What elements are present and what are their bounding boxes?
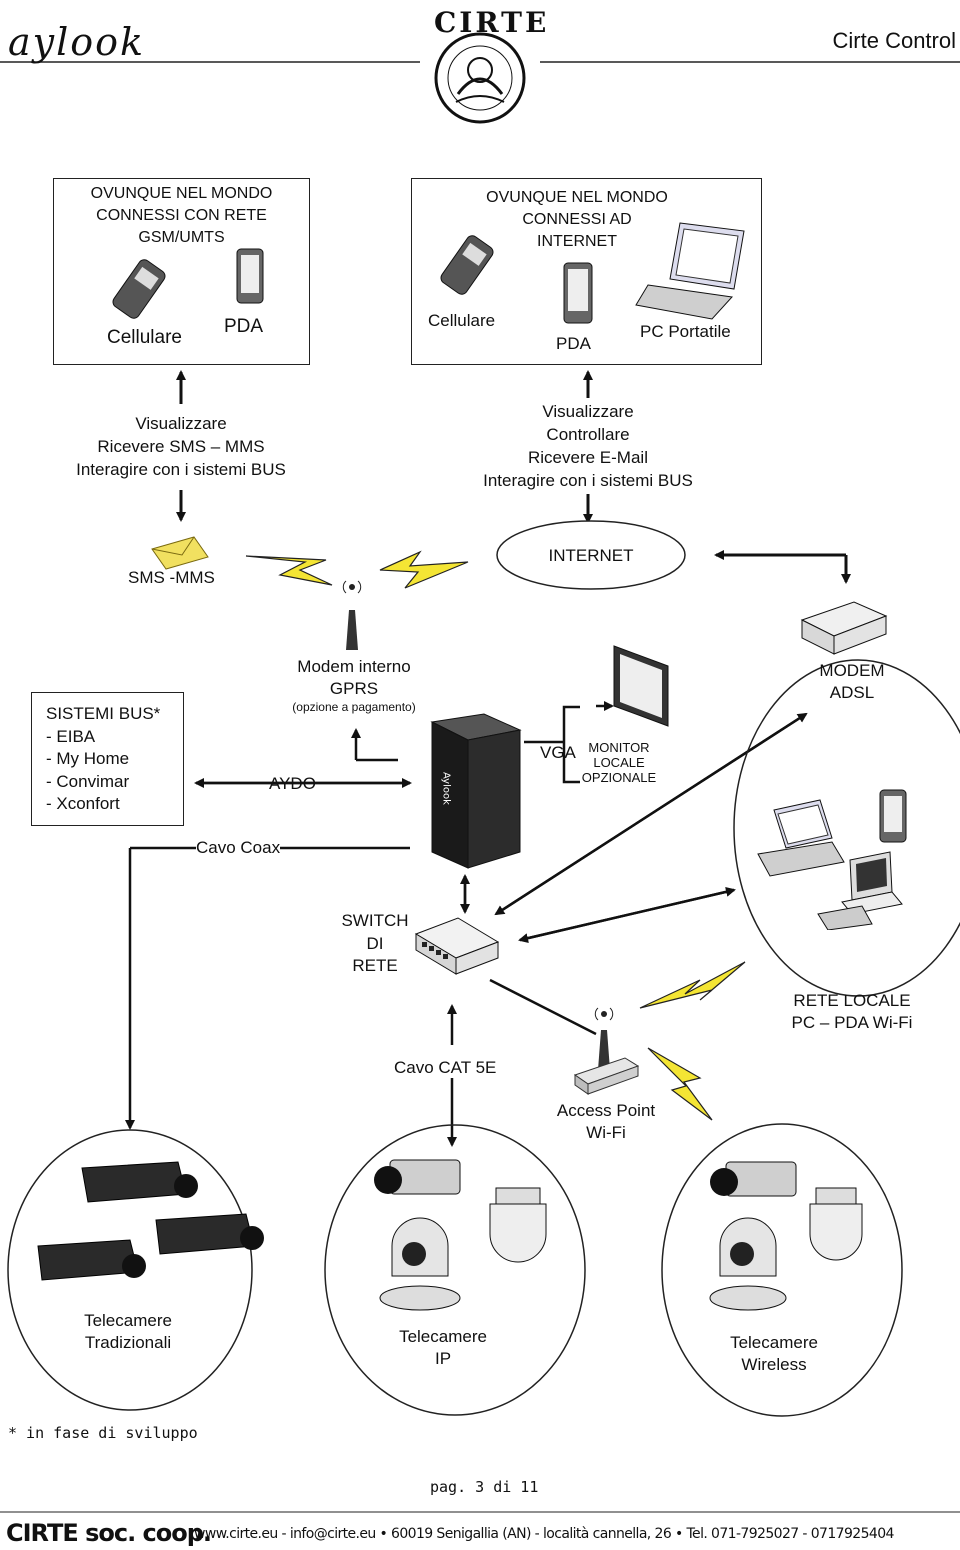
capabilities-right: Visualizzare Controllare Ricevere E-Mail… bbox=[483, 402, 693, 490]
box-camera-icon bbox=[155, 1213, 264, 1255]
antenna-gprs-icon bbox=[342, 580, 362, 650]
aylook-server-icon: Aylook bbox=[430, 713, 522, 869]
box-camera-icon bbox=[374, 1159, 461, 1195]
modem-gprs-label: Modem interno GPRS bbox=[297, 657, 411, 698]
modem-gprs-note: (opzione a pagamento) bbox=[292, 700, 416, 714]
modem-adsl-label: MODEM ADSL bbox=[819, 661, 885, 702]
lightning-2 bbox=[379, 550, 469, 589]
sms-label: SMS -MMS bbox=[128, 568, 215, 587]
cam-ip-label: Telecamere IP bbox=[399, 1327, 487, 1368]
ptz-camera-icon bbox=[379, 1217, 461, 1311]
footnote: * in fase di sviluppo bbox=[8, 1424, 198, 1442]
access-point-label: Access Point Wi-Fi bbox=[556, 1101, 656, 1142]
cam-wireless-label: Telecamere Wireless bbox=[730, 1333, 818, 1374]
internet-devices-icons bbox=[440, 222, 745, 324]
gprs-link bbox=[351, 728, 398, 762]
pda-icon bbox=[563, 262, 593, 324]
box-camera-icon bbox=[710, 1161, 797, 1197]
internet-box: OVUNQUE NEL MONDO CONNESSI AD INTERNET C… bbox=[411, 178, 762, 365]
switch-device-icon bbox=[414, 917, 500, 975]
dome-camera-icon bbox=[489, 1187, 547, 1263]
pda-icon bbox=[236, 248, 264, 304]
switch-label: SWITCH DI RETE bbox=[341, 911, 409, 975]
gsm-box: OVUNQUE NEL MONDO CONNESSI CON RETE GSM/… bbox=[53, 178, 310, 365]
header-title: Cirte Control bbox=[832, 28, 956, 53]
aydo-label: AYDO bbox=[269, 774, 316, 793]
monitor-icon bbox=[613, 645, 669, 727]
wireless-cameras-icons bbox=[709, 1161, 863, 1311]
internet-label: INTERNET bbox=[548, 546, 634, 565]
pda-icon bbox=[879, 789, 907, 843]
vga-label: VGA bbox=[540, 743, 576, 762]
monitor-label: MONITOR LOCALE OPZIONALE bbox=[581, 740, 657, 785]
gsm-cellulare-label: Cellulare bbox=[107, 327, 182, 348]
footer-contacts: www.cirte.eu - info@cirte.eu • 60019 Sen… bbox=[194, 1526, 894, 1542]
laptop-icon bbox=[757, 799, 845, 877]
laptop-icon bbox=[635, 222, 745, 320]
gsm-devices-icons bbox=[112, 248, 264, 319]
internet-heading: OVUNQUE NEL MONDO CONNESSI AD INTERNET bbox=[486, 189, 668, 250]
lightning-1 bbox=[245, 555, 333, 586]
desktop-pc-icon bbox=[817, 851, 903, 930]
gsm-heading: OVUNQUE NEL MONDO CONNESSI CON RETE GSM/… bbox=[90, 185, 273, 246]
access-point-device-icon bbox=[573, 1057, 640, 1095]
traditional-cameras-icons bbox=[37, 1161, 264, 1281]
lightning-4 bbox=[647, 1047, 713, 1121]
cirte-logo: CIRTE bbox=[428, 4, 550, 130]
aylook-logo: aylook bbox=[8, 20, 198, 64]
box-camera-icon bbox=[81, 1161, 198, 1203]
cavo-coax-label: Cavo Coax bbox=[196, 838, 281, 858]
cirte-emblem-icon bbox=[434, 32, 526, 124]
svg-text:Aylook: Aylook bbox=[441, 772, 452, 805]
cirte-logo-text: CIRTE bbox=[434, 6, 550, 39]
aylook-logo-text: aylook bbox=[8, 20, 146, 64]
cavo-cat-label: Cavo CAT 5E bbox=[394, 1058, 497, 1078]
rete-locale-label: RETE LOCALE PC – PDA Wi-Fi bbox=[791, 991, 913, 1032]
capabilities-left: Visualizzare Ricevere SMS – MMS Interagi… bbox=[76, 414, 286, 479]
ptz-camera-icon bbox=[709, 1217, 787, 1311]
modem-device-icon bbox=[800, 601, 888, 655]
cellphone-icon bbox=[112, 259, 166, 319]
rete-locale-devices-icons bbox=[757, 789, 907, 930]
internet-pda-label: PDA bbox=[556, 334, 591, 353]
coax-link bbox=[125, 846, 410, 1130]
dome-camera-icon bbox=[809, 1187, 863, 1261]
gsm-pda-label: PDA bbox=[224, 316, 264, 337]
lightning-3 bbox=[639, 961, 746, 1009]
cam-tradizionali-label: Telecamere Tradizionali bbox=[84, 1311, 172, 1352]
ip-cameras-icons bbox=[374, 1159, 547, 1311]
internet-modem-link bbox=[714, 550, 851, 584]
internet-cellulare-label: Cellulare bbox=[428, 311, 496, 330]
box-camera-icon bbox=[37, 1239, 146, 1281]
footer-company: CIRTE soc. coop. bbox=[6, 1519, 212, 1547]
antenna-wifi-icon bbox=[594, 1007, 614, 1070]
sistemi-bus-box: SISTEMI BUS* - EIBA - My Home - Convimar… bbox=[31, 692, 184, 826]
cellphone-icon bbox=[440, 235, 494, 295]
internet-pc-label: PC Portatile bbox=[640, 322, 731, 341]
page-number: pag. 3 di 11 bbox=[430, 1478, 539, 1496]
envelope-icon bbox=[151, 536, 209, 570]
